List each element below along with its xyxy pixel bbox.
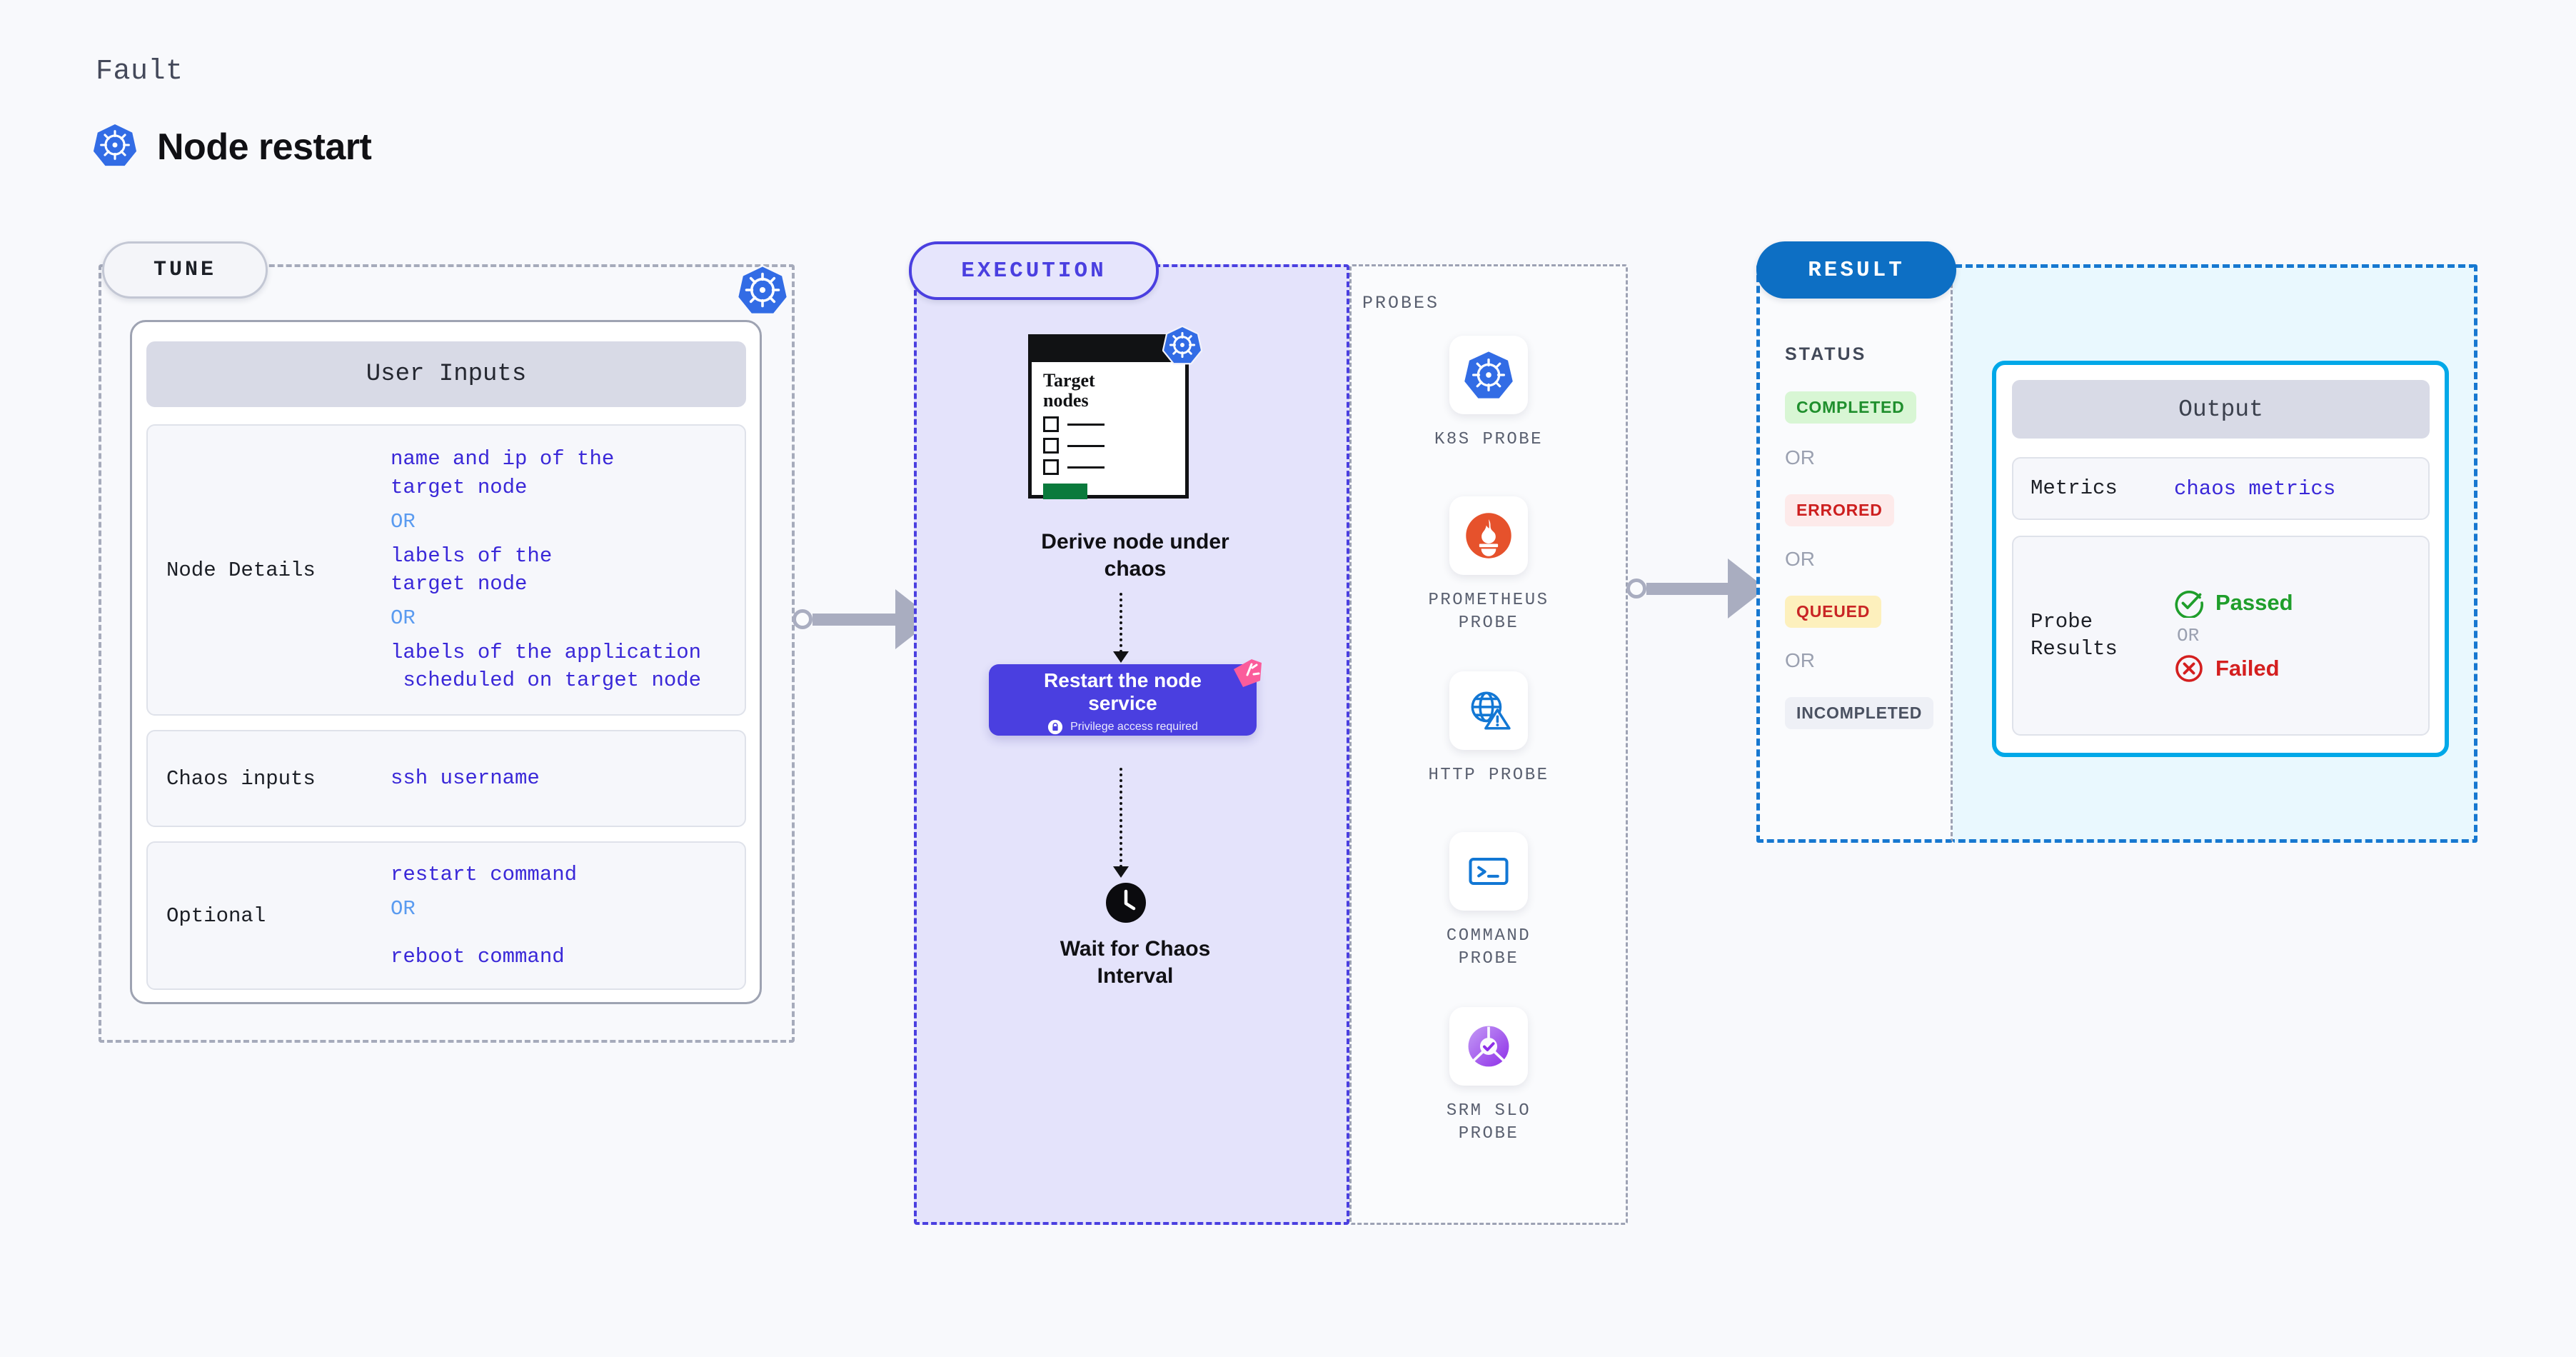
result-pill-label: RESULT [1756, 241, 1956, 299]
fault-eyebrow-label: Fault [96, 56, 183, 88]
status-badge-incompleted: INCOMPLETED [1785, 697, 1934, 729]
text-rule [1067, 466, 1105, 469]
green-highlight-bar [1043, 484, 1087, 500]
connector-line [1646, 582, 1729, 595]
status-or-label: OR [1785, 548, 1815, 570]
checkbox-icon [1043, 416, 1059, 433]
value-or-label: OR [391, 897, 416, 921]
document-checkbox-row [1032, 416, 1185, 433]
output-value: chaos metrics [2174, 476, 2336, 501]
probe-result-or-label: OR [2177, 625, 2200, 646]
value-text: labels of the application scheduled on t… [391, 641, 702, 693]
page-title: Node restart [157, 126, 372, 168]
probe-item-http[interactable]: HTTP PROBE [1407, 671, 1571, 787]
value-or-label: OR [391, 509, 416, 534]
user-inputs-title: User Inputs [146, 341, 746, 407]
lock-icon [1047, 719, 1063, 735]
tune-pill-label: TUNE [102, 241, 268, 299]
input-key: Node Details [166, 558, 316, 582]
document-checkbox-row [1032, 438, 1185, 454]
text-rule [1067, 423, 1105, 426]
status-or-label: OR [1785, 649, 1815, 671]
probe-label: HTTP PROBE [1428, 766, 1549, 785]
x-circle-icon [2174, 654, 2204, 683]
probe-result-values: Passed OR Failed [2174, 588, 2293, 683]
kubernetes-icon [1162, 325, 1203, 365]
srm-slo-icon [1449, 1007, 1528, 1086]
clock-icon [1105, 882, 1147, 923]
flow-arrow-derive-to-restart [1113, 593, 1129, 663]
document-titlebar [1032, 338, 1185, 362]
page-title-row: Node restart [93, 123, 372, 171]
probe-item-k8s[interactable]: K8S PROBE [1407, 336, 1571, 451]
text-rule [1067, 444, 1105, 447]
probe-result-failed: Failed [2174, 654, 2293, 683]
probe-failed-label: Failed [2215, 656, 2280, 681]
probe-passed-label: Passed [2215, 590, 2293, 615]
input-row-chaos-inputs: Chaos inputs ssh username [146, 730, 746, 827]
input-key: Chaos inputs [166, 766, 316, 791]
output-key: Metrics [2031, 476, 2118, 501]
status-section-label: STATUS [1785, 344, 1867, 364]
flow-arrow-restart-to-wait [1113, 768, 1129, 878]
globe-warning-icon [1449, 671, 1528, 750]
input-key: Optional [166, 903, 266, 928]
kubernetes-icon [93, 123, 137, 171]
checkbox-icon [1043, 438, 1059, 454]
connector-start-dot [1626, 579, 1646, 599]
value-text: reboot command [391, 944, 565, 968]
status-badge-errored: ERRORED [1785, 494, 1894, 526]
status-or-label: OR [1785, 446, 1815, 469]
status-badge-completed: COMPLETED [1785, 391, 1916, 424]
check-circle-icon [2174, 588, 2204, 618]
tune-panel [99, 264, 795, 1043]
execution-pill-label: EXECUTION [909, 241, 1159, 300]
output-row-metrics: Metrics chaos metrics [2012, 457, 2430, 520]
kubernetes-icon [1449, 336, 1528, 414]
privilege-note: Privilege access required [1047, 719, 1198, 735]
input-values: ssh username [391, 764, 540, 792]
status-badge-queued: QUEUED [1785, 596, 1882, 628]
output-card-title: Output [2012, 380, 2430, 439]
document-checkbox-row [1032, 459, 1185, 476]
prometheus-icon [1449, 496, 1528, 575]
probes-section-label: PROBES [1362, 293, 1440, 314]
value-text: restart command [391, 863, 578, 887]
checkbox-icon [1043, 459, 1059, 476]
value-or-label: OR [391, 606, 416, 631]
privilege-note-text: Privilege access required [1070, 720, 1198, 733]
connector-line [812, 613, 897, 626]
result-status-panel [1756, 264, 1953, 843]
kubernetes-icon [736, 264, 789, 316]
probe-result-passed: Passed [2174, 588, 2293, 618]
chaos-fault-badge-icon [1232, 659, 1262, 689]
value-text: ssh username [391, 766, 540, 791]
connector-start-dot [793, 609, 812, 629]
probe-label: K8S PROBE [1434, 430, 1544, 449]
terminal-icon [1449, 832, 1528, 911]
